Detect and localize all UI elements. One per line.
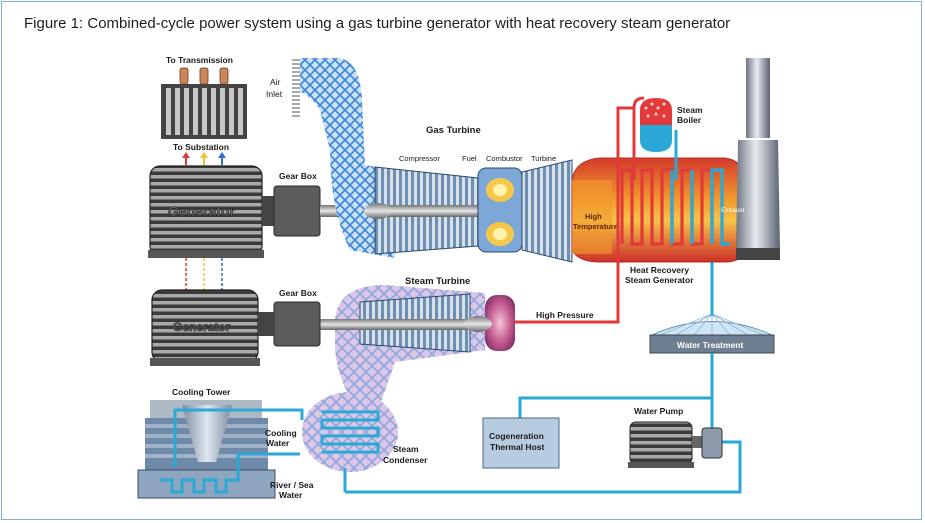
water-treatment — [649, 313, 775, 354]
high-pressure-steam-pipe — [513, 106, 634, 324]
steam-boiler — [632, 96, 678, 180]
high-pressure-label: High Pressure — [536, 310, 594, 320]
gas-turbine-label: Gas Turbine — [426, 125, 481, 136]
compressor-nose — [364, 203, 392, 219]
transformer — [161, 67, 247, 139]
steam-boiler-label-line1: Steam — [677, 105, 703, 115]
hrsg-label-line1: Heat Recovery — [630, 265, 689, 275]
cooling-water-label-line2: Water — [266, 438, 290, 448]
water-pump-label: Water Pump — [634, 406, 683, 416]
river-sea-label-line2: Water — [279, 490, 303, 500]
steam-condenser-label-line1: Steam — [393, 444, 419, 454]
wire-lines — [185, 258, 223, 290]
steam-turbine-nose — [464, 316, 492, 332]
river-sea-label-line1: River / Sea — [270, 480, 314, 490]
air-inlet-label-line1: Air — [270, 77, 281, 87]
fuel-label: Fuel — [462, 154, 477, 163]
gear-box-bottom — [273, 301, 321, 347]
figure-caption: Figure 1: Combined-cycle power system us… — [24, 15, 731, 32]
feed-water-pipes — [345, 262, 742, 494]
cooling-tower-label: Cooling Tower — [172, 387, 231, 397]
gas-turbine-blades — [521, 159, 573, 263]
steam-turbine-label: Steam Turbine — [405, 276, 470, 287]
hrsg-coils — [620, 168, 730, 246]
steam-boiler-label-line2: Boiler — [677, 115, 702, 125]
compressor-label: Compressor — [399, 154, 440, 163]
cogeneration-label-line2: Thermal Host — [490, 442, 544, 452]
gear-box-top — [273, 185, 321, 237]
generator-top — [148, 165, 274, 258]
exhaust-label: Exhaust — [721, 207, 745, 214]
cooling-water-label-line1: Cooling — [265, 428, 297, 438]
steam-condenser-label-line2: Condenser — [383, 455, 428, 465]
turbine-label: Turbine — [531, 154, 556, 163]
combustor-label: Combustor — [486, 154, 523, 163]
water-treatment-label: Water Treatment — [677, 340, 743, 350]
high-pressure-inlet — [485, 295, 515, 351]
cogeneration-thermal-host — [482, 417, 560, 469]
cooling-tower — [137, 400, 276, 499]
high-temperature-label-line1: High — [585, 212, 602, 221]
steam-turbine-shaft — [318, 319, 478, 330]
substation-arrows — [182, 152, 226, 165]
water-pump — [628, 421, 723, 468]
exhaust-stack — [736, 58, 780, 260]
generator-bottom-label: Generator — [173, 320, 231, 334]
steam-condenser — [302, 392, 398, 492]
gear-box-top-label: Gear Box — [279, 171, 317, 181]
air-inlet-grille — [292, 59, 300, 117]
to-substation-label: To Substation — [173, 142, 229, 152]
cogeneration-label-line1: Cogeneration — [489, 431, 544, 441]
combustor — [477, 167, 523, 253]
air-inlet-label-line2: Inlet — [266, 89, 283, 99]
generator-bottom — [150, 289, 274, 366]
to-transmission-label: To Transmission — [166, 55, 233, 65]
gear-box-bottom-label: Gear Box — [279, 288, 317, 298]
hrsg-label-line2: Steam Generator — [625, 275, 694, 285]
cooling-water-pipes — [173, 408, 304, 480]
hot-gas-transition — [572, 180, 612, 254]
high-temperature-label-line2: Temperature — [573, 222, 618, 231]
generator-top-label: Generator — [168, 203, 235, 219]
